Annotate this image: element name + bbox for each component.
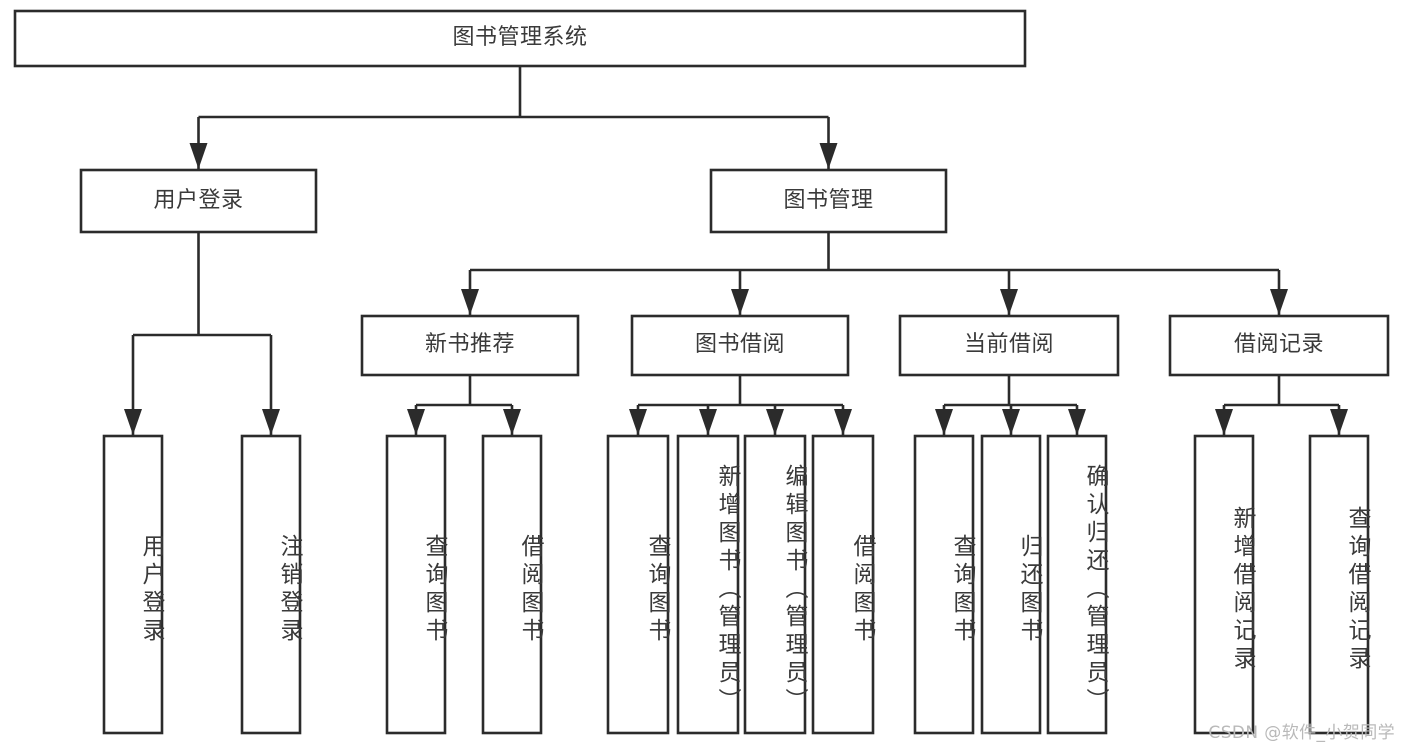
leaf-node-box[interactable] xyxy=(743,434,807,735)
arrow-head-icon xyxy=(935,409,953,435)
leaf-node-box[interactable] xyxy=(385,434,447,735)
root-node-box[interactable] xyxy=(13,9,1027,68)
level2-node-box[interactable] xyxy=(79,168,318,234)
arrow-head-icon xyxy=(1270,289,1288,315)
level3-node-box[interactable] xyxy=(630,314,850,377)
leaf-node-box[interactable] xyxy=(481,434,543,735)
connector-layer xyxy=(124,66,1348,435)
leaf-node-box[interactable] xyxy=(102,434,164,735)
leaf-node-box[interactable] xyxy=(913,434,975,735)
arrow-head-icon xyxy=(461,289,479,315)
arrow-head-icon xyxy=(262,409,280,435)
arrow-head-icon xyxy=(766,409,784,435)
leaf-node-box[interactable] xyxy=(1308,434,1370,735)
arrow-head-icon xyxy=(189,143,208,169)
arrow-head-icon xyxy=(1215,409,1233,435)
arrow-head-icon xyxy=(699,409,717,435)
leaf-node-box[interactable] xyxy=(1193,434,1255,735)
level3-node-box[interactable] xyxy=(898,314,1120,377)
arrow-head-icon xyxy=(124,409,142,435)
arrow-head-icon xyxy=(503,409,521,435)
level3-node-box[interactable] xyxy=(1168,314,1390,377)
leaf-node-box[interactable] xyxy=(676,434,740,735)
leaf-node-box[interactable] xyxy=(240,434,302,735)
csdn-watermark: CSDN @软件_小贺同学 xyxy=(1208,723,1395,743)
arrow-head-icon xyxy=(1002,409,1020,435)
arrow-head-icon xyxy=(1000,289,1018,315)
arrow-head-icon xyxy=(1330,409,1348,435)
arrow-head-icon xyxy=(834,409,852,435)
level2-node-box[interactable] xyxy=(709,168,948,234)
arrow-head-icon xyxy=(629,409,647,435)
leaf-node-box[interactable] xyxy=(980,434,1042,735)
leaf-node-box[interactable] xyxy=(811,434,875,735)
arrow-head-icon xyxy=(731,289,749,315)
arrow-head-icon xyxy=(819,143,838,169)
leaf-node-box[interactable] xyxy=(606,434,670,735)
level3-node-box[interactable] xyxy=(360,314,580,377)
node-box-layer xyxy=(13,9,1390,735)
arrow-head-icon xyxy=(1068,409,1086,435)
arrow-head-icon xyxy=(407,409,425,435)
leaf-node-box[interactable] xyxy=(1046,434,1108,735)
